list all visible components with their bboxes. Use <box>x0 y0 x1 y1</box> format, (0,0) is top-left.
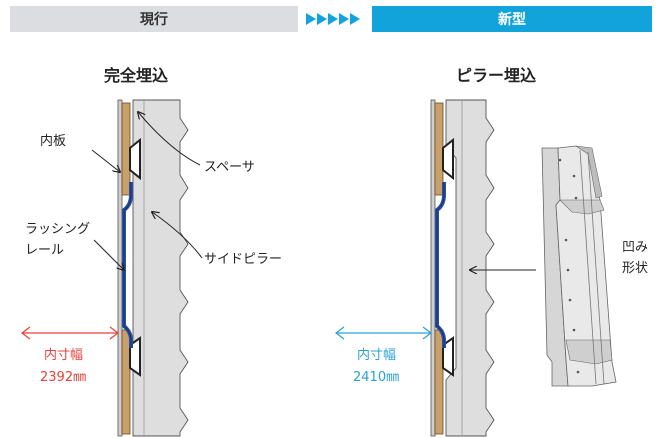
left-cross-section <box>21 99 203 437</box>
lashing-rail-label-line2: レール <box>25 243 65 258</box>
lashing-rail-label-line1: ラッシング <box>25 222 91 237</box>
left-diagram-title: 完全埋込 <box>104 66 169 85</box>
new-type-header: 新型 <box>372 6 652 32</box>
arrow-right-icon <box>306 8 366 30</box>
spacer-label: スペーサ <box>204 160 255 175</box>
pillar-3d-illustration <box>541 145 617 387</box>
inner-board-label: 内板 <box>40 134 67 149</box>
side-pillar-label: サイドピラー <box>204 252 283 267</box>
left-dim-label: 内寸幅 <box>44 348 84 363</box>
right-dim-label: 内寸幅 <box>357 348 397 363</box>
left-dim-value: 2392㎜ <box>40 370 87 385</box>
recess-label-line1: 凹み <box>622 240 649 255</box>
right-cross-section <box>335 99 617 437</box>
right-dim-value: 2410㎜ <box>353 370 400 385</box>
right-diagram-title: ピラー埋込 <box>456 66 537 85</box>
recess-label-line2: 形状 <box>622 261 649 276</box>
current-type-header: 現行 <box>10 6 298 32</box>
